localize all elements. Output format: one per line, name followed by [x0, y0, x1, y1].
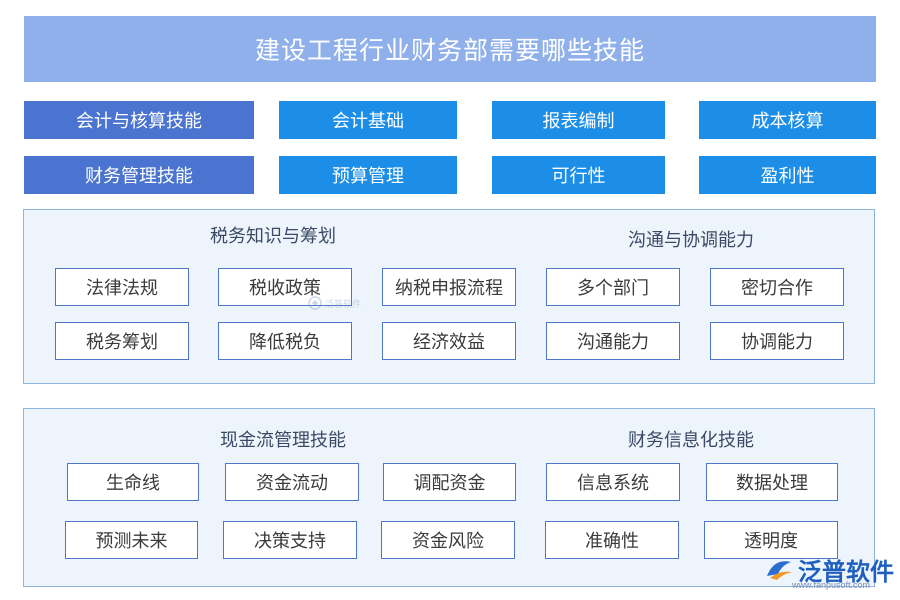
- watermark-text: 泛普软件: [325, 298, 362, 309]
- section-title-cashflow: 现金流管理技能: [220, 430, 346, 451]
- skill-item: 决策支持: [223, 521, 357, 559]
- sub-skill-tile: 预算管理: [279, 156, 457, 194]
- skill-item: 资金流动: [225, 463, 359, 501]
- skill-item: 透明度: [704, 521, 838, 559]
- sub-skill-tile: 盈利性: [699, 156, 876, 194]
- skill-item: 法律法规: [55, 268, 189, 306]
- section-title-tax: 税务知识与筹划: [210, 226, 336, 247]
- skill-item: 准确性: [545, 521, 679, 559]
- skill-item: 降低税负: [218, 322, 352, 360]
- sub-skill-tile: 可行性: [492, 156, 665, 194]
- main-skill-tile: 财务管理技能: [24, 156, 254, 194]
- skill-item: 调配资金: [383, 463, 516, 501]
- brand-logo: 泛普软件: [764, 552, 894, 586]
- main-skill-tile: 会计与核算技能: [24, 101, 254, 139]
- skill-item: 密切合作: [710, 268, 844, 306]
- sub-skill-tile: 会计基础: [279, 101, 457, 139]
- skill-item: 资金风险: [381, 521, 515, 559]
- skill-item: 协调能力: [710, 322, 844, 360]
- sub-skill-tile: 成本核算: [699, 101, 876, 139]
- section-title-it: 财务信息化技能: [628, 430, 754, 451]
- skill-item: 经济效益: [382, 322, 516, 360]
- brand-logo-url: www.fanpusoft.com: [792, 580, 871, 590]
- sub-skill-tile: 报表编制: [492, 101, 665, 139]
- brand-logo-icon: [767, 561, 792, 580]
- skill-item: 数据处理: [706, 463, 838, 501]
- skill-item: 多个部门: [546, 268, 680, 306]
- skill-item: 预测未来: [65, 521, 198, 559]
- skill-item: 生命线: [67, 463, 199, 501]
- page-title: 建设工程行业财务部需要哪些技能: [24, 16, 876, 82]
- brand-logo-text: 泛普软件: [798, 557, 894, 586]
- watermark: 泛普软件: [308, 293, 378, 313]
- section-title-communication: 沟通与协调能力: [628, 230, 754, 251]
- skill-item: 纳税申报流程: [382, 268, 516, 306]
- watermark-logo-icon: [308, 296, 322, 310]
- skill-item: 信息系统: [546, 463, 680, 501]
- skill-item: 沟通能力: [546, 322, 680, 360]
- skill-item: 税收政策: [218, 268, 352, 306]
- skill-item: 税务筹划: [55, 322, 189, 360]
